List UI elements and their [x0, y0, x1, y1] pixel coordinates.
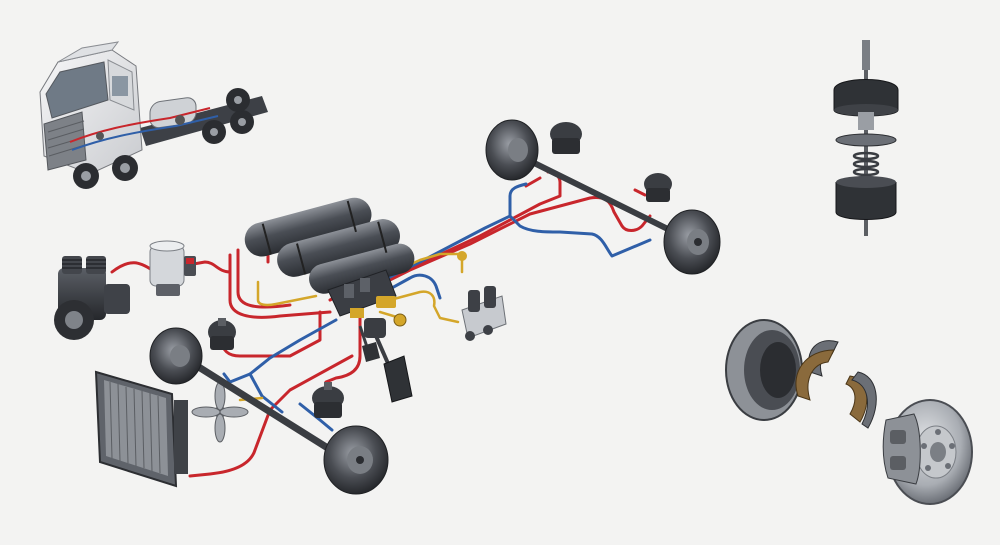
brake-chamber-icon [644, 173, 672, 202]
brake-chamber-icon [208, 318, 236, 350]
radiator-icon [94, 370, 188, 488]
foot-brake-valve-icon [358, 318, 413, 403]
brake-drum-icon [663, 209, 721, 275]
brake-drum-icon [149, 327, 203, 385]
brake-drum-icon [485, 119, 539, 181]
brake-drum-icon [323, 425, 389, 495]
spring-brake-actuator-icon [833, 40, 899, 236]
truck-tractor-icon [39, 41, 268, 189]
axle-assembly [174, 153, 693, 466]
air-reservoir-icon [244, 197, 415, 294]
brake-chamber-icon [550, 122, 582, 154]
relay-valve-icon [327, 251, 467, 327]
disc-brake-icon [882, 399, 973, 505]
brake-shoe-icon [795, 340, 877, 429]
brake-drum-icon [725, 319, 803, 421]
relay-valve-icon [461, 286, 507, 341]
air-dryer-icon [149, 240, 196, 296]
brake-chamber-icon [312, 382, 344, 418]
air-compressor-icon [54, 256, 130, 340]
cooling-fan-icon [191, 381, 249, 443]
